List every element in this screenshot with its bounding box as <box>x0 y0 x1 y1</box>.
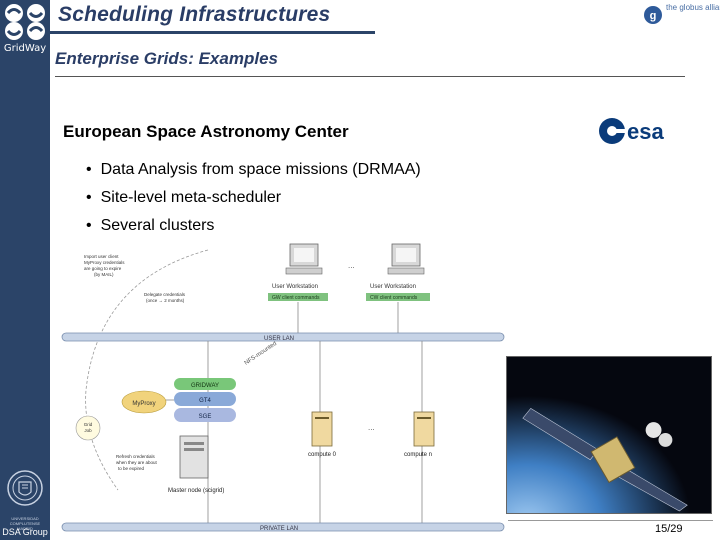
myproxy-node <box>121 390 167 414</box>
grid-job-note <box>75 415 101 441</box>
compute-node-0: compute 0 <box>308 411 337 458</box>
svg-text:(by MAIL): (by MAIL) <box>94 272 114 277</box>
svg-text:when they are about: when they are about <box>116 460 158 465</box>
gridway-label: GridWay <box>3 43 47 54</box>
ws2-label: User Workstation <box>370 284 416 290</box>
compute-node-n: compute n <box>404 411 435 458</box>
page-number: 15/29 <box>655 523 683 535</box>
svg-text:GRIDWAY: GRIDWAY <box>191 383 219 389</box>
bullet-item: Several clusters <box>86 212 421 240</box>
page-title: Scheduling Infrastructures <box>58 3 331 26</box>
ellipsis: ... <box>348 261 355 270</box>
user-lan-bar <box>61 332 505 342</box>
user-lan-label: USER LAN <box>264 336 294 342</box>
gridway-logo-icon <box>5 4 45 40</box>
svg-text:Grid: Grid <box>84 422 93 427</box>
svg-text:compute 0: compute 0 <box>308 452 337 458</box>
svg-text:Job: Job <box>84 428 92 433</box>
bullet-item: Data Analysis from space missions (DRMAA… <box>86 156 421 184</box>
credential-flow-arc <box>85 249 209 491</box>
globus-logo-icon: g <box>644 6 662 24</box>
ws1-sub: GW client commands <box>272 295 320 301</box>
svg-text:MyProxy credentials: MyProxy credentials <box>84 260 125 265</box>
svg-text:g: g <box>650 10 657 22</box>
svg-text:are going to expire: are going to expire <box>84 266 122 271</box>
note-delegate-credentials: Delegate credentials (once → 2 months) <box>144 292 186 303</box>
architecture-diagram: Import user client MyProxy credentials a… <box>61 243 505 532</box>
note-import-credentials: Import user client MyProxy credentials a… <box>84 254 125 277</box>
group-label: DSA Group <box>2 527 48 537</box>
subtitle-divider <box>55 76 685 77</box>
svg-text:GT4: GT4 <box>199 398 211 404</box>
sidebar: GridWay UNIVERSIDAD COMPLUTENSE MADRID D… <box>0 0 50 540</box>
svg-text:SGE: SGE <box>199 414 212 420</box>
esa-logo-text: esa <box>627 119 664 144</box>
title-underline <box>50 31 375 34</box>
note-refresh-credentials: Refresh credentials when they are about … <box>116 454 158 471</box>
gt4-layer <box>174 392 236 406</box>
crest-caption: UNIVERSIDAD COMPLUTENSE MADRID <box>9 516 41 531</box>
master-label: Master node (scigrid) <box>168 488 224 494</box>
svg-text:(once → 2 months): (once → 2 months) <box>146 298 185 303</box>
user-workstation-1: User Workstation GW client commands <box>268 243 328 301</box>
ws1-label: User Workstation <box>272 284 318 290</box>
svg-text:MyProxy: MyProxy <box>132 401 155 407</box>
ssh-label: NFS-mounted <box>244 341 278 367</box>
esa-logo-icon: esa <box>599 118 664 144</box>
svg-text:Refresh credentials: Refresh credentials <box>116 454 156 459</box>
sge-layer <box>174 408 236 422</box>
bullet-item: Site-level meta-scheduler <box>86 184 421 212</box>
satellite-photo <box>506 356 712 514</box>
private-lan-label: PRIVATE LAN <box>260 526 298 532</box>
svg-text:...: ... <box>368 423 375 432</box>
ws2-sub: CW client commands <box>370 295 418 301</box>
svg-text:Import user client: Import user client <box>84 254 119 259</box>
master-node: Master node (scigrid) <box>168 435 224 494</box>
user-workstation-2: User Workstation CW client commands <box>366 243 430 301</box>
svg-text:to be expired: to be expired <box>118 466 145 471</box>
page-subtitle: Enterprise Grids: Examples <box>55 49 278 68</box>
globus-logo-text: the globus alliance <box>666 3 720 12</box>
svg-text:compute n: compute n <box>404 452 432 458</box>
university-crest-icon <box>7 470 43 506</box>
footer-divider <box>508 520 713 521</box>
section-title: European Space Astronomy Center <box>63 122 349 141</box>
gridway-layer <box>174 378 236 390</box>
bullet-list: Data Analysis from space missions (DRMAA… <box>86 156 421 240</box>
svg-text:Delegate credentials: Delegate credentials <box>144 292 186 297</box>
private-lan-bar <box>61 522 505 532</box>
